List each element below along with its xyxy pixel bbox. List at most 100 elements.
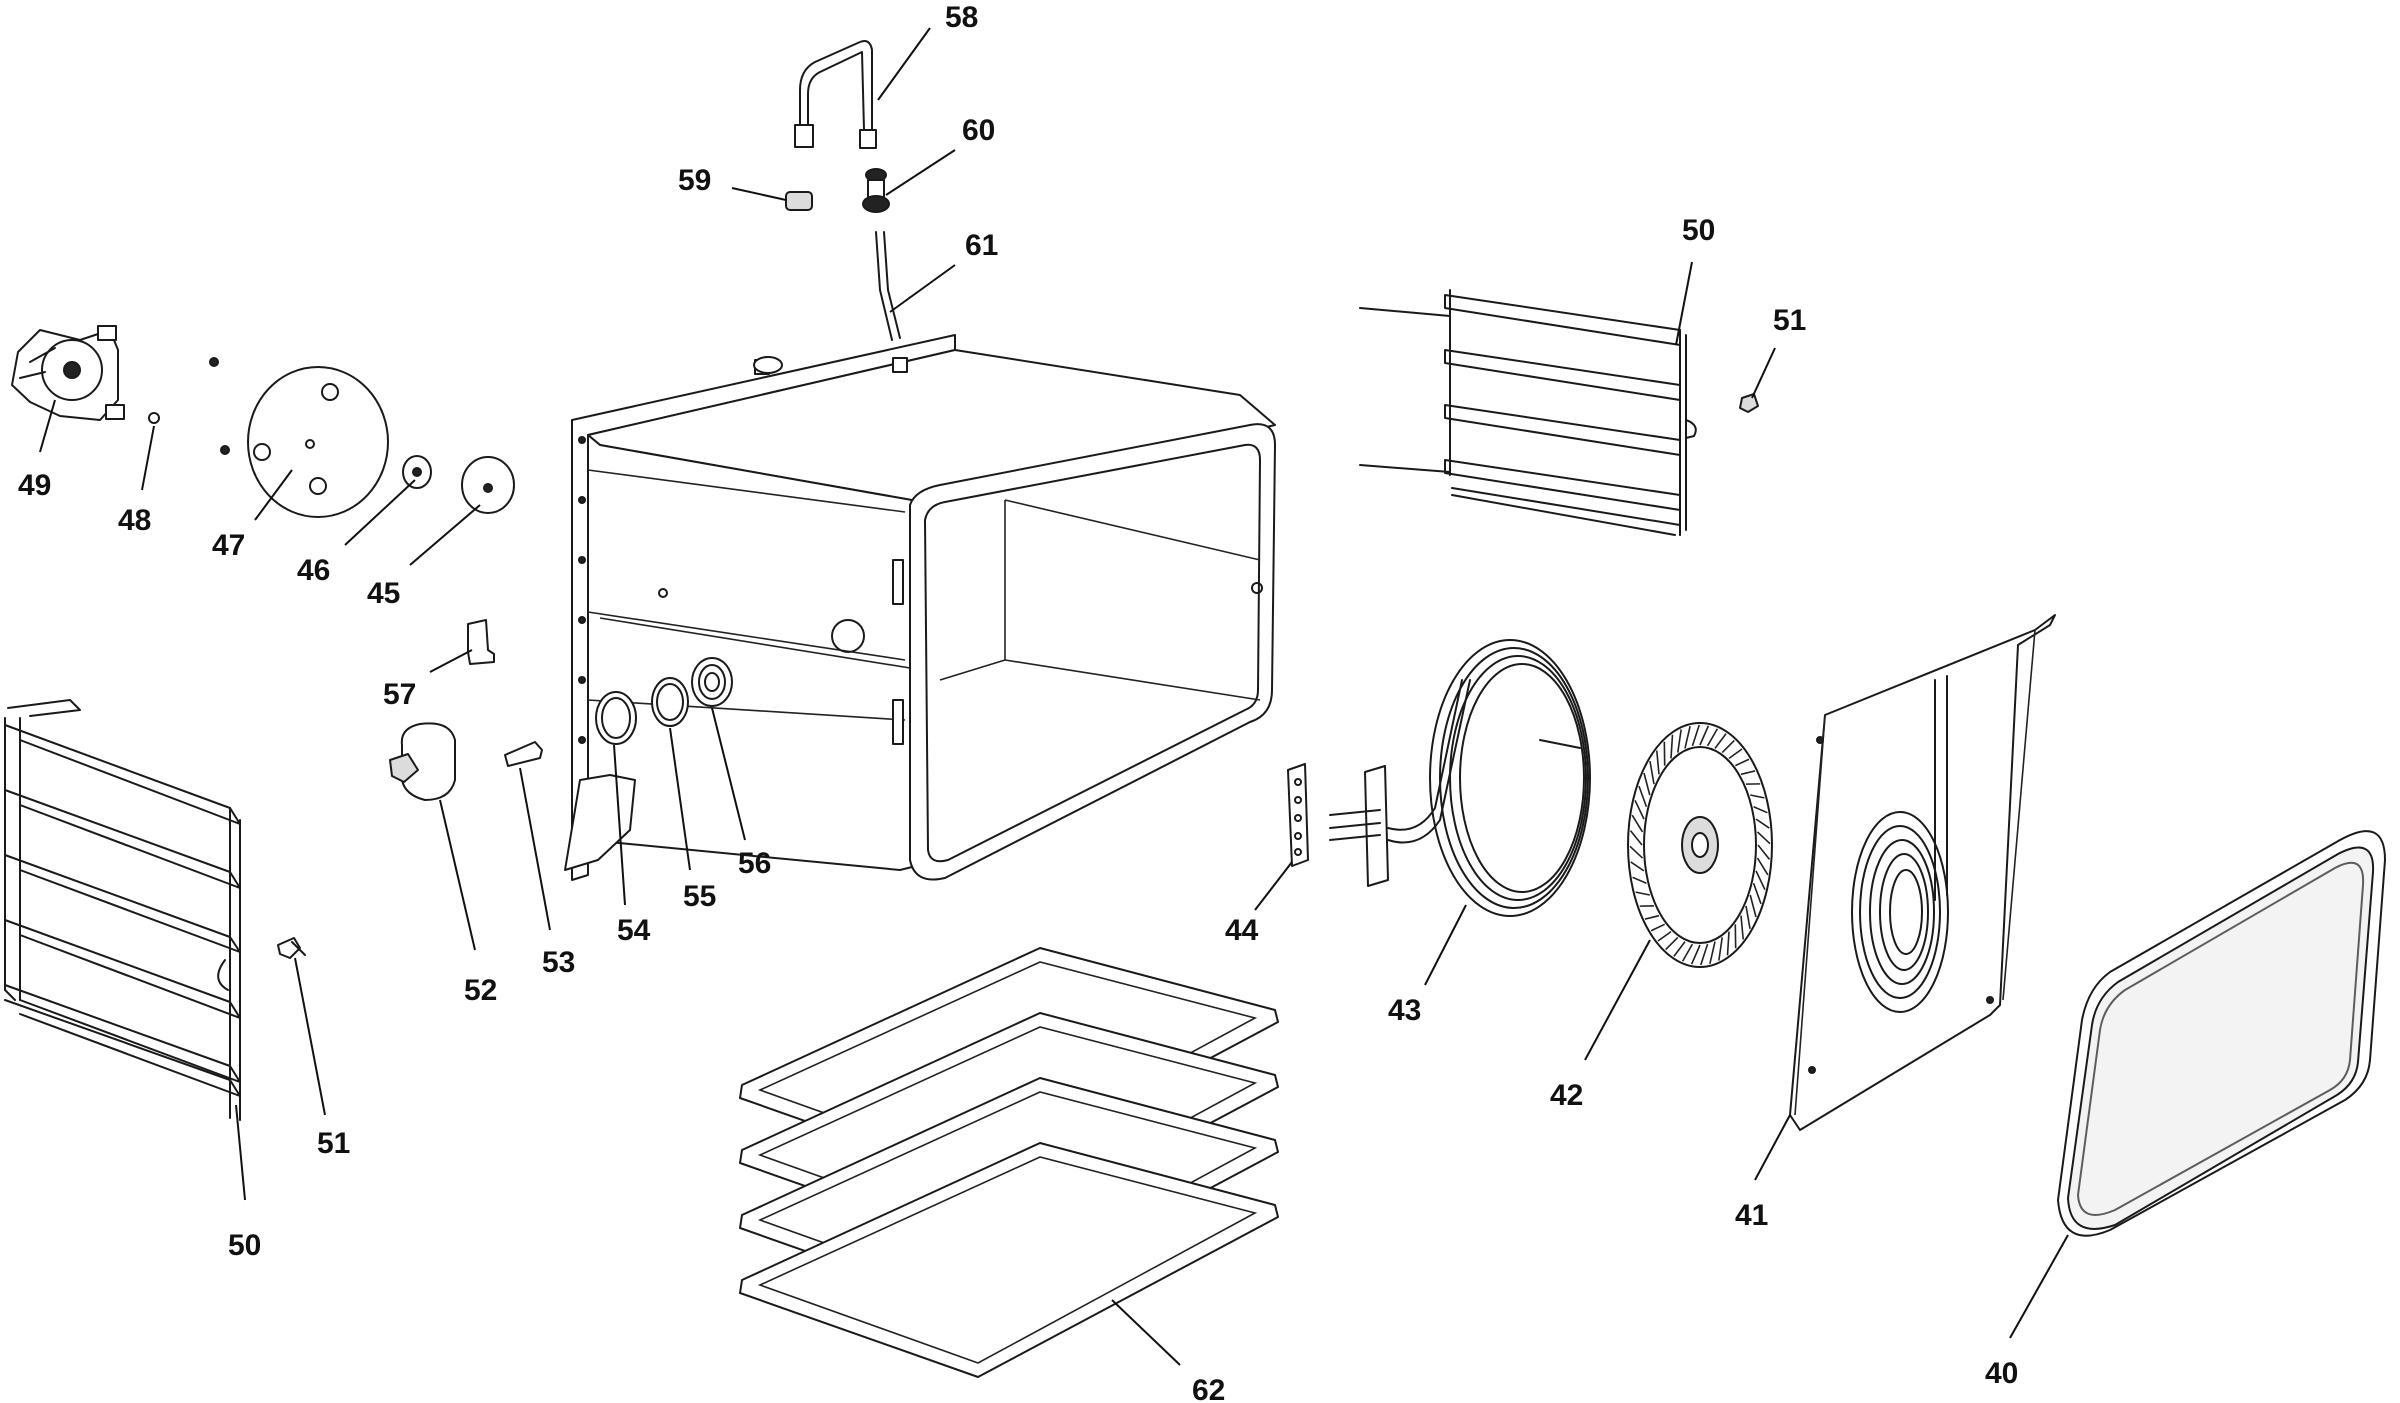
fan-blade	[1734, 758, 1750, 767]
fan-blade	[1728, 748, 1743, 760]
fan-blade	[1756, 831, 1771, 845]
fan-blade	[1638, 785, 1648, 808]
fan-blade	[1632, 876, 1647, 885]
callout-labels: 58 60 59 61 50 51 49 48 47 46 45 57 52 5…	[18, 1, 2018, 1403]
callout-54: 54	[617, 914, 651, 947]
part-50-rack-right	[1359, 289, 1697, 536]
callout-50-right: 50	[1682, 214, 1715, 247]
callout-49: 49	[18, 469, 51, 502]
fan-blade	[1753, 805, 1768, 814]
part-58-tube	[794, 40, 877, 149]
fan-blade	[1650, 923, 1666, 932]
fan-blade	[1700, 943, 1709, 966]
fan-blade	[1677, 729, 1682, 753]
fan-blade	[1745, 905, 1751, 930]
callout-62: 62	[1192, 1374, 1225, 1403]
fan-blade	[1709, 941, 1716, 964]
part-48-screw	[148, 412, 160, 424]
callout-51-right: 51	[1773, 304, 1806, 337]
fan-blade	[1649, 760, 1655, 785]
part-51-screw-right	[1739, 393, 1759, 413]
callout-44: 44	[1225, 914, 1259, 947]
fan-blade	[1721, 739, 1735, 754]
fan-blade	[1726, 931, 1730, 956]
fan-blade	[1629, 830, 1643, 846]
part-41-fan-cover	[1789, 614, 2056, 1131]
part-54-ring	[595, 691, 637, 745]
tray-inner-edge	[757, 1156, 1258, 1364]
part-53-clip	[504, 741, 543, 767]
part-46-washer	[402, 455, 432, 489]
part-42-fan-wheel	[1627, 722, 1773, 968]
callout-52: 52	[464, 974, 497, 1007]
tray	[739, 1142, 1279, 1378]
fan-blade	[1755, 818, 1770, 829]
callout-60: 60	[962, 114, 995, 147]
fan-blade	[1643, 772, 1651, 796]
callout-41: 41	[1735, 1199, 1768, 1232]
callout-56: 56	[738, 847, 771, 880]
callout-61: 61	[965, 229, 998, 262]
fan-blade	[1752, 882, 1762, 905]
oven-cavity	[564, 334, 1276, 881]
fan-blade	[1690, 944, 1701, 965]
part-62-trays	[739, 947, 1279, 1378]
callout-46: 46	[297, 554, 330, 587]
fan-blade	[1749, 894, 1757, 918]
fan-blade	[1673, 941, 1686, 957]
fan-blade	[1681, 943, 1694, 962]
fan-blade	[1657, 930, 1672, 942]
part-50-rack-left	[4, 699, 241, 1121]
fan-blade	[1750, 794, 1765, 799]
callout-43: 43	[1388, 994, 1421, 1027]
callout-51-left: 51	[317, 1127, 350, 1160]
part-59-nut	[785, 191, 813, 211]
fan-blade	[1691, 724, 1700, 747]
part-57-bracket	[467, 619, 495, 665]
fan-blade	[1740, 770, 1756, 776]
callout-50-left: 50	[228, 1229, 261, 1262]
part-47-plate	[209, 357, 389, 518]
part-40-door-gasket	[2057, 830, 2386, 1237]
fan-blade	[1757, 844, 1771, 860]
callout-53: 53	[542, 946, 575, 979]
fan-blade	[1644, 914, 1660, 920]
callout-45: 45	[367, 577, 400, 610]
part-44-terminal-strip	[1287, 763, 1309, 867]
part-60-fitting	[862, 168, 890, 213]
callout-58: 58	[945, 1, 978, 34]
fan-blade	[1630, 861, 1645, 872]
fan-blade	[1740, 915, 1745, 940]
callout-47: 47	[212, 529, 245, 562]
callout-59: 59	[678, 164, 711, 197]
fan-blade	[1635, 891, 1650, 896]
part-43-heating-element	[1329, 639, 1591, 917]
fan-blade	[1655, 750, 1660, 775]
part-56-bushing	[691, 657, 733, 707]
fan-blade	[1706, 728, 1719, 747]
fan-blade	[1629, 845, 1644, 859]
fan-blade	[1755, 870, 1766, 891]
part-55-ring	[651, 677, 689, 727]
callout-55: 55	[683, 880, 716, 913]
part-52-switch	[389, 722, 456, 801]
fan-blade	[1718, 937, 1723, 961]
callout-48: 48	[118, 504, 151, 537]
fan-blade	[1634, 799, 1645, 820]
part-61-pipe	[875, 231, 901, 341]
fan-blade	[1665, 936, 1679, 951]
fan-blade	[1631, 814, 1644, 833]
fan-blade	[1684, 726, 1691, 749]
part-49-motor	[11, 325, 125, 421]
part-45-disc	[461, 456, 515, 514]
fan-blade	[1699, 725, 1710, 746]
callout-57: 57	[383, 678, 416, 711]
fan-blade	[1714, 733, 1727, 749]
callout-40: 40	[1985, 1357, 2018, 1390]
fan-blade	[1756, 857, 1769, 876]
leader-lines	[39, 27, 2069, 1366]
callout-42: 42	[1550, 1079, 1583, 1112]
fan-blade	[1670, 734, 1674, 759]
